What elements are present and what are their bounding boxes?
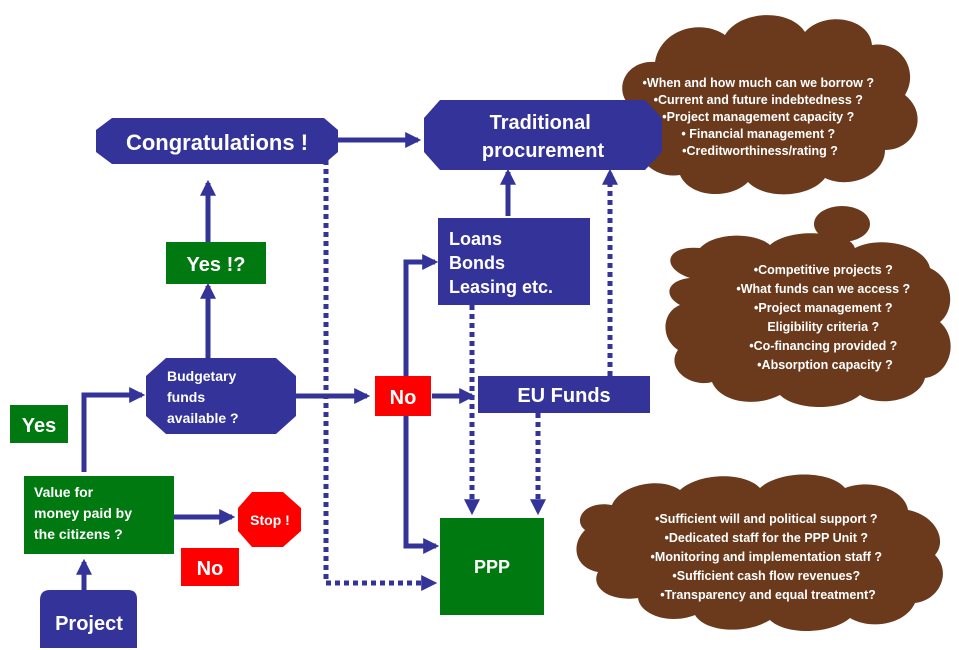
yes-left-node: Yes xyxy=(10,405,68,443)
dotted-congratulations-to-ppp xyxy=(323,160,438,592)
value-for-money-node: Value for money paid by the citizens ? xyxy=(24,476,174,554)
cloud-bottom-line: •Transparency and equal treatment? xyxy=(660,588,876,602)
arrow-no-to-loans xyxy=(403,253,439,376)
value-label: the citizens ? xyxy=(34,526,123,542)
svg-text:Budgetary funds av: Budgetary funds available ? xyxy=(167,368,240,426)
cloud-top-line: • Financial management ? xyxy=(681,127,835,141)
arrow-no-to-ppp xyxy=(403,416,440,555)
yes-left-label: Yes xyxy=(22,415,56,437)
cloud-middle: •Competitive projects ? •What funds can … xyxy=(665,233,951,408)
eu-funds-label: EU Funds xyxy=(517,385,610,407)
cloud-top-line: •Project management capacity ? xyxy=(662,110,854,124)
dotted-connectors xyxy=(323,160,619,592)
cloud-bottom: •Sufficient will and political support ?… xyxy=(576,474,943,632)
congratulations-node: Congratulations ! xyxy=(96,118,338,164)
cloud-bottom-line: •Monitoring and implementation staff ? xyxy=(651,550,882,564)
stop-label: Stop ! xyxy=(250,512,290,528)
yes-maybe-node: Yes !? xyxy=(166,242,266,284)
traditional-label: Traditional xyxy=(490,112,591,134)
traditional-label: procurement xyxy=(482,140,605,162)
solid-connectors xyxy=(75,131,517,590)
arrow-value-to-budgetary xyxy=(81,386,146,472)
cloud-bottom-line: •Sufficient will and political support ? xyxy=(655,512,877,526)
cloud-middle-line: Eligibility criteria ? xyxy=(767,320,879,334)
cloud-middle-line: •Project management ? xyxy=(754,301,892,315)
cloud-top-line: •Creditworthiness/rating ? xyxy=(682,144,838,158)
stop-node: Stop ! xyxy=(238,492,301,547)
cloud-top-line: •When and how much can we borrow ? xyxy=(643,76,874,90)
project-node: Project xyxy=(40,590,137,648)
loans-label: Bonds xyxy=(449,253,505,273)
yes-maybe-label: Yes !? xyxy=(187,254,246,276)
congratulations-label: Congratulations ! xyxy=(126,130,308,155)
ppp-label: PPP xyxy=(474,557,510,577)
eu-funds-node: EU Funds xyxy=(478,376,650,413)
budgetary-label: funds xyxy=(167,389,205,405)
cloud-bottom-line: •Sufficient cash flow revenues? xyxy=(672,569,860,583)
ppp-node: PPP xyxy=(440,518,544,615)
cloud-middle-line: •Absorption capacity ? xyxy=(757,358,893,372)
cloud-middle-line: •Co-financing provided ? xyxy=(749,339,897,353)
svg-text:Loans Bonds Leasin: Loans Bonds Leasing etc. xyxy=(449,229,553,297)
loans-label: Leasing etc. xyxy=(449,277,553,297)
no-bottom-label: No xyxy=(197,558,224,580)
svg-text:•Competitive projects ?: •Competitive projects ? •What funds can … xyxy=(736,263,913,372)
project-label: Project xyxy=(55,613,123,635)
traditional-procurement-node: Traditional procurement xyxy=(424,100,662,170)
loans-label: Loans xyxy=(449,229,502,249)
svg-text:Value for money paid by: Value for money paid by the citizens ? xyxy=(34,484,136,542)
value-label: Value for xyxy=(34,484,94,500)
cloud-top-line: •Current and future indebtedness ? xyxy=(654,93,863,107)
loans-node: Loans Bonds Leasing etc. xyxy=(438,218,590,305)
budgetary-label: available ? xyxy=(167,410,239,426)
cloud-middle-line: •Competitive projects ? xyxy=(754,263,893,277)
no-middle-label: No xyxy=(390,387,417,409)
cloud-bottom-line: •Dedicated staff for the PPP Unit ? xyxy=(665,531,868,545)
svg-text:Traditional procurement: Traditional procurement xyxy=(482,112,605,162)
budgetary-label: Budgetary xyxy=(167,368,236,384)
no-middle-node: No xyxy=(375,376,431,416)
no-bottom-node: No xyxy=(181,548,239,586)
svg-text:•Sufficient will and political: •Sufficient will and political support ?… xyxy=(651,512,886,602)
thought-bubble xyxy=(814,206,870,242)
svg-text:•When and how much can we borr: •When and how much can we borrow ? •Curr… xyxy=(643,76,878,158)
cloud-top: •When and how much can we borrow ? •Curr… xyxy=(622,15,918,195)
budgetary-node: Budgetary funds available ? xyxy=(146,358,296,434)
value-label: money paid by xyxy=(34,505,132,521)
cloud-middle-line: •What funds can we access ? xyxy=(736,282,910,296)
